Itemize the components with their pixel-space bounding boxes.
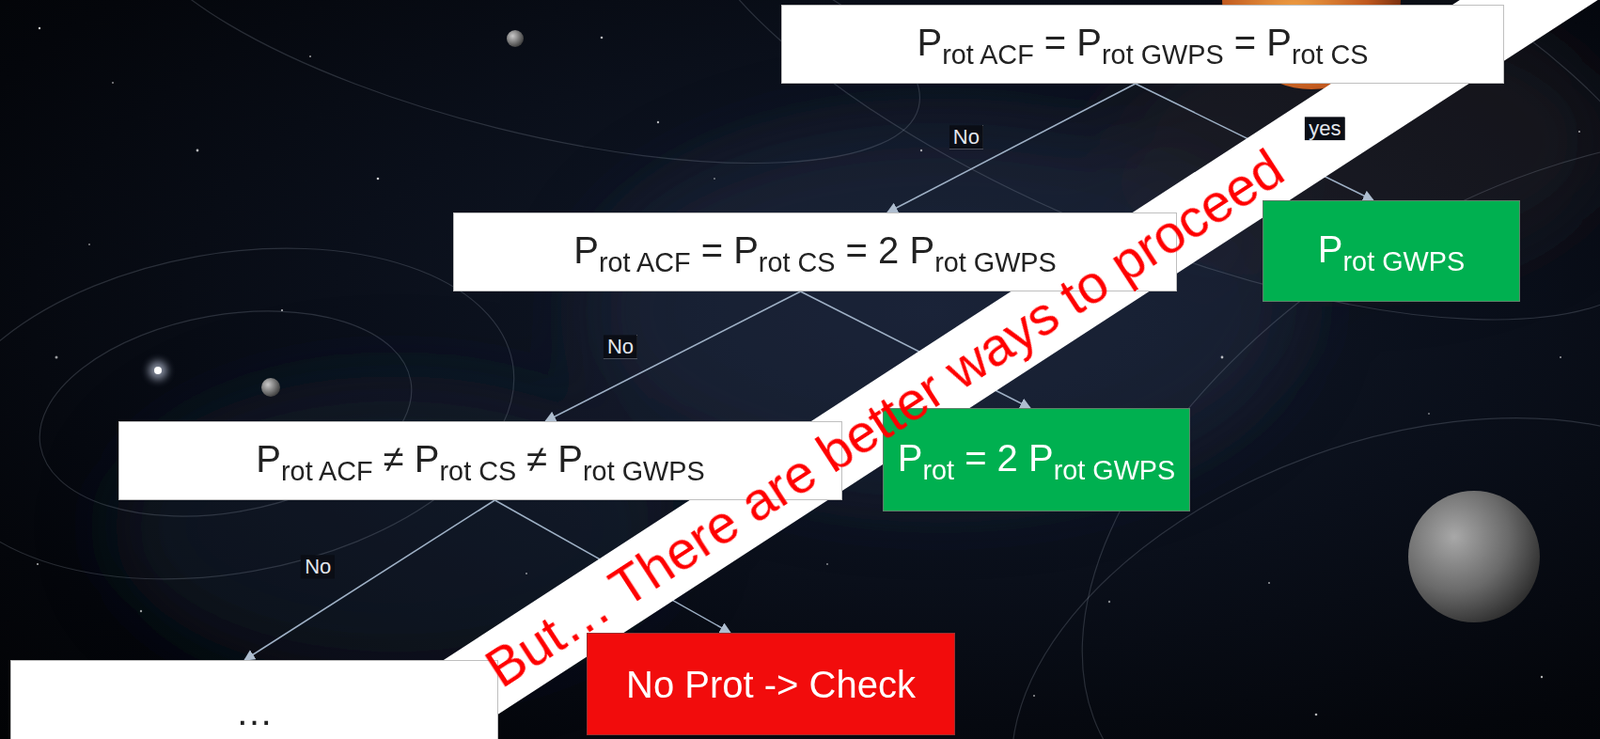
flow-arrow (887, 83, 1136, 213)
subscript: rot CS (1291, 39, 1369, 70)
subscript: rot CS (758, 247, 836, 278)
star (1033, 694, 1036, 697)
text-run: P (1028, 437, 1054, 479)
star (657, 121, 659, 124)
node-text: Prot ACF = Prot GWPS = Prot CS (916, 19, 1368, 68)
subscript: rot (922, 454, 955, 486)
text-run: P (557, 438, 583, 480)
subscript: rot ACF (598, 247, 691, 278)
node-text: Prot ACF ≠ Prot CS ≠ Prot GWPS (255, 436, 705, 485)
orbit (958, 0, 1600, 739)
star (1315, 713, 1318, 717)
subscript: rot GWPS (1053, 454, 1177, 486)
star (88, 243, 91, 246)
star (140, 610, 142, 612)
edge-label: No (949, 125, 984, 149)
star (1427, 412, 1430, 415)
small-planet (506, 30, 524, 48)
text-run: P (1266, 21, 1292, 63)
star (309, 55, 312, 58)
text-run: = (690, 229, 735, 271)
star (281, 309, 283, 312)
text-run: … (235, 690, 274, 733)
text-run: P (916, 21, 942, 63)
star (920, 149, 923, 152)
moon (1408, 490, 1540, 623)
star (1108, 600, 1111, 603)
decision-box: Prot ACF = Prot CS = 2 Prot GWPS (453, 212, 1177, 292)
star (600, 36, 604, 40)
star (55, 356, 59, 360)
star (1559, 356, 1562, 359)
star (376, 177, 380, 181)
orbit (23, 283, 428, 544)
star (525, 572, 528, 575)
text-run: ≠ (373, 438, 415, 480)
text-run: P (897, 437, 924, 479)
subscript: rot CS (439, 455, 518, 487)
star (111, 81, 114, 84)
edge-label: No (603, 334, 638, 359)
text-run: P (255, 438, 282, 480)
text-run: = 2 (834, 229, 910, 271)
orbit (940, 320, 1600, 739)
text-run: P (1076, 21, 1102, 63)
star (826, 563, 829, 565)
decision-box: … (10, 659, 499, 739)
text-run: = (1223, 21, 1268, 63)
failure-box: No Prot -> Check (586, 632, 956, 736)
star (38, 27, 41, 30)
glowing-star (148, 360, 168, 380)
node-text: Prot GWPS (1317, 226, 1465, 275)
star (1268, 581, 1271, 584)
edge-label: yes (1304, 116, 1345, 141)
subscript: rot GWPS (934, 247, 1057, 278)
star (1578, 130, 1581, 133)
text-run: ≠ (516, 438, 558, 480)
star (1221, 356, 1224, 360)
small-planet (261, 377, 281, 397)
result-box: Prot = 2 Prot GWPS (882, 407, 1192, 512)
subscript: rot ACF (941, 39, 1035, 70)
node-text: Prot ACF = Prot CS = 2 Prot GWPS (573, 227, 1056, 276)
node-text: No Prot -> Check (626, 661, 916, 707)
node-text: … (235, 689, 274, 735)
text-run: P (733, 229, 759, 271)
glowing-star (154, 366, 162, 375)
text-run: P (414, 438, 440, 480)
star (713, 177, 716, 180)
text-run: = 2 (954, 437, 1029, 479)
decision-box: Prot ACF ≠ Prot CS ≠ Prot GWPS (118, 421, 843, 501)
subscript: rot ACF (281, 455, 374, 487)
flow-arrow (545, 291, 800, 422)
text-run: No Prot -> Check (626, 663, 916, 706)
star (196, 149, 200, 153)
edge-label: No (300, 554, 335, 579)
text-run: P (1317, 228, 1344, 270)
subscript: rot GWPS (582, 455, 706, 487)
text-run: = (1034, 21, 1078, 63)
star (36, 563, 39, 565)
star (1540, 675, 1543, 678)
subscript: rot GWPS (1343, 246, 1466, 277)
text-run: P (573, 229, 599, 271)
decision-box: Prot ACF = Prot GWPS = Prot CS (781, 4, 1505, 84)
text-run: P (909, 229, 935, 271)
node-text: Prot = 2 Prot GWPS (897, 435, 1177, 484)
result-box: Prot GWPS (1262, 200, 1521, 302)
subscript: rot GWPS (1101, 39, 1224, 70)
flow-arrow (244, 500, 495, 660)
